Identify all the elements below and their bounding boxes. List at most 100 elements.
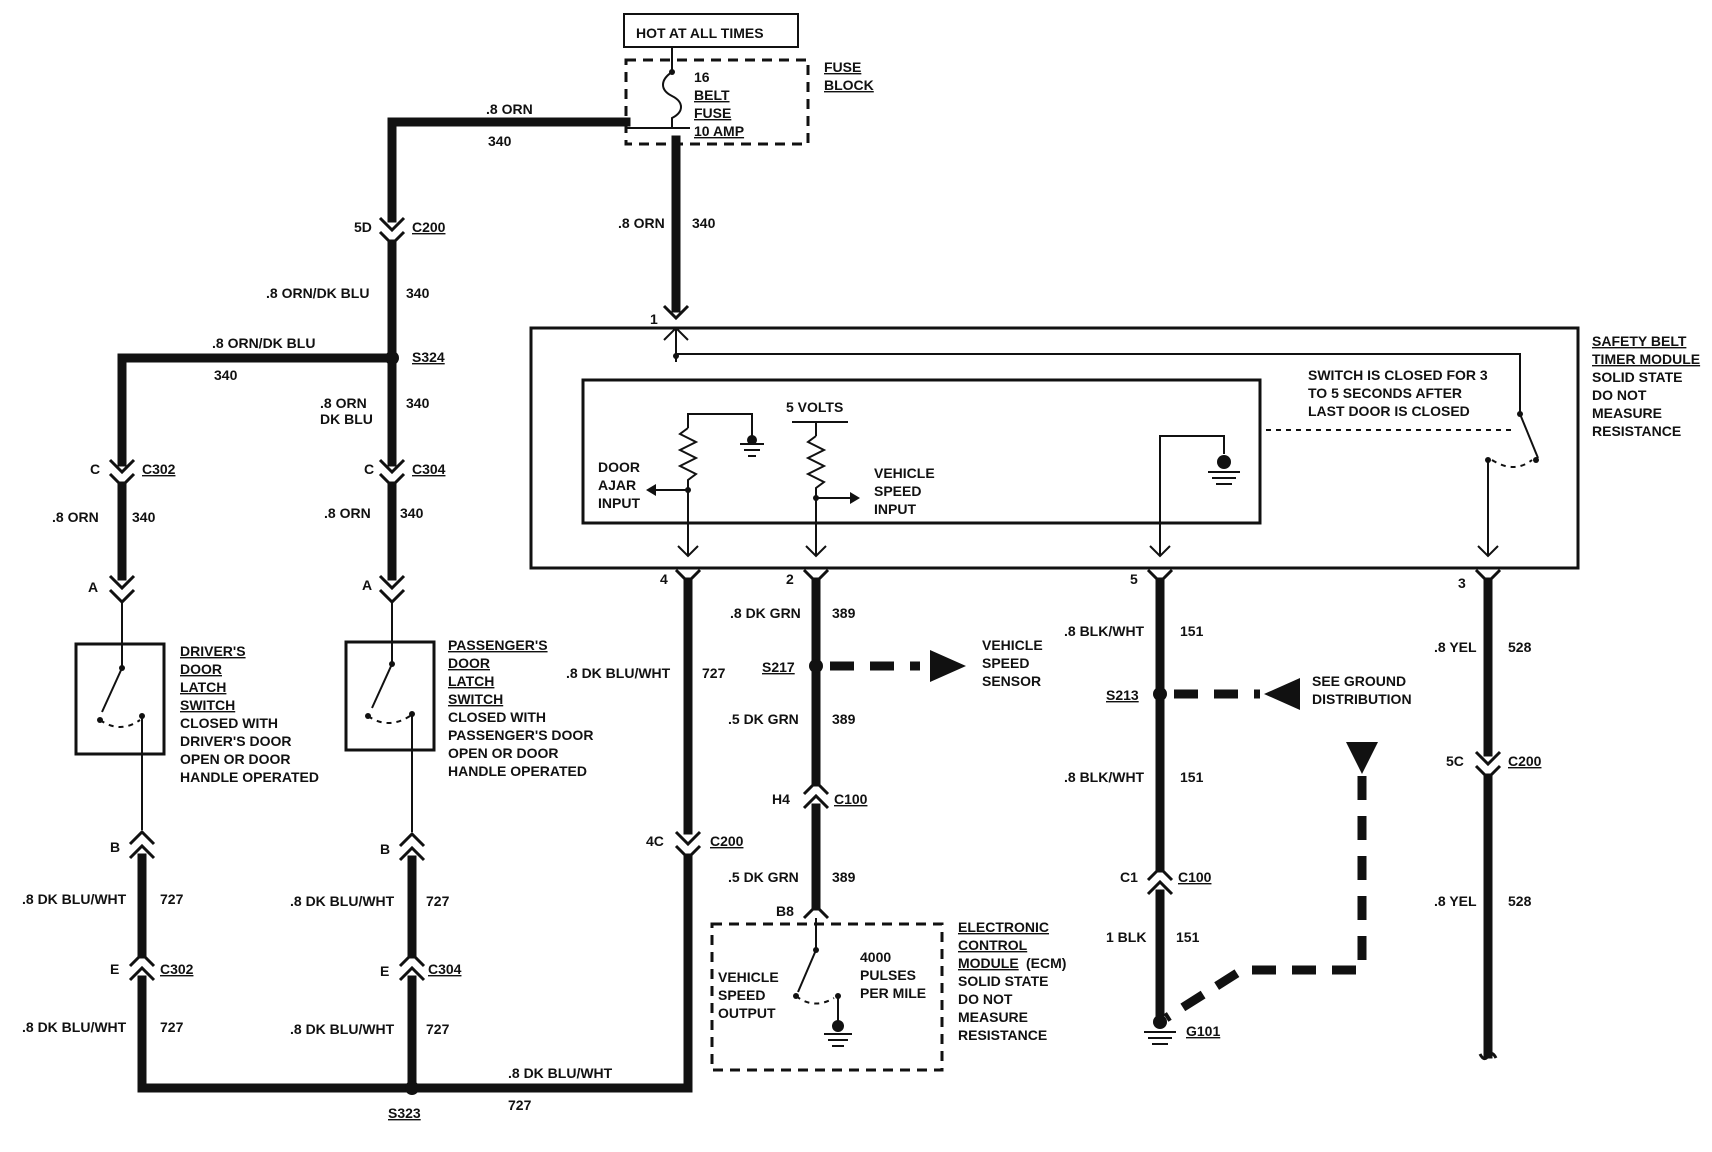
driver-switch-line7: OPEN OR DOOR [180,751,290,767]
driver-wire2-label: .8 DK BLU/WHT [22,891,127,907]
vss-input-label1: VEHICLE [874,465,935,481]
branch-wire-circuit: 340 [214,367,238,383]
ecm-name3: MODULE [958,955,1019,971]
pin4-wire-circuit: 727 [702,665,726,681]
module-pin1: 1 [650,311,658,327]
passenger-pin-a: A [362,577,372,593]
switch-note2: TO 5 SECONDS AFTER [1308,385,1462,401]
ground-wire3-circuit: 151 [1176,929,1200,945]
ecm-note1: SOLID STATE [958,973,1048,989]
connector-c100-h4-icon [802,779,830,796]
fuse-rating: 10 AMP [694,123,744,139]
splice-s324-label: S324 [412,349,445,365]
wire-727-driver-bottom [137,975,417,1093]
c304-label: C304 [412,461,446,477]
passenger-wire-label: .8 ORN [324,505,371,521]
connector-c302-c-icon [108,458,136,475]
fuse-icon [662,47,682,128]
passenger-switch-line8: HANDLE OPERATED [448,763,587,779]
connector-driver-b-icon [128,829,156,846]
connector-c302-e-icon [128,951,156,968]
module-pin2: 2 [786,571,794,587]
module-title2: TIMER MODULE [1592,351,1700,367]
connector-c304-e-icon [398,951,426,968]
ecm-name3b: (ECM) [1026,955,1066,971]
ecm-note2: DO NOT [958,991,1013,1007]
passenger-feed-circuit: 340 [406,395,430,411]
driver-wire3-label: .8 DK BLU/WHT [22,1019,127,1035]
driver-switch-line4: SWITCH [180,697,235,713]
c200-label-right: C200 [1508,753,1542,769]
module-title1: SAFETY BELT [1592,333,1687,349]
vss-input-arrow-icon [850,492,860,504]
module-switch-blade-icon [1519,413,1539,459]
door-ajar-arrow-icon [646,484,656,496]
c200-pin-5d: 5D [354,219,372,235]
passenger-switch-line6: PASSENGER'S DOOR [448,727,593,743]
ecm-output-label2: SPEED [718,987,765,1003]
connector-c100-c1-icon [1146,865,1174,882]
c100-label-vss: C100 [834,791,868,807]
driver-switch-line5: CLOSED WITH [180,715,278,731]
module-note1: SOLID STATE [1592,369,1682,385]
module-pin4: 4 [660,571,668,587]
vss-input-label2: SPEED [874,483,921,499]
passenger-feed-label-b: DK BLU [320,411,373,427]
passenger-switch-line4: SWITCH [448,691,503,707]
c200-label-left: C200 [412,219,446,235]
ground-wire1-label: .8 BLK/WHT [1064,623,1145,639]
wire-orn-dkblu-circuit: 340 [406,285,430,301]
vss-wire1-circuit: 389 [832,605,856,621]
pin3-wire2-label: .8 YEL [1434,893,1477,909]
fuse-terminal-icon [669,69,675,75]
c200-pin-5c: 5C [1446,753,1464,769]
c302-label: C302 [142,461,176,477]
passenger-switch-line3: LATCH [448,673,494,689]
vss-input-label3: INPUT [874,501,916,517]
vss-wire3-circuit: 389 [832,869,856,885]
bottom-wire-label: .8 DK BLU/WHT [508,1065,613,1081]
driver-switch-blade-icon [101,667,123,713]
driver-door-latch-switch [74,642,166,756]
see-ground-label1: SEE GROUND [1312,673,1406,689]
driver-switch-line6: DRIVER'S DOOR [180,733,291,749]
vss-wire2-label: .5 DK GRN [728,711,799,727]
splice-s217-label: S217 [762,659,795,675]
module-note3: MEASURE [1592,405,1662,421]
connector-c200-5d-icon [378,216,406,233]
ground-wire2-label: .8 BLK/WHT [1064,769,1145,785]
passenger-wire2-label: .8 DK BLU/WHT [290,893,395,909]
ecm-note4: RESISTANCE [958,1027,1047,1043]
c304-pin-c: C [364,461,374,477]
vss-wire2-circuit: 389 [832,711,856,727]
passenger-wire2-circuit: 727 [426,893,450,909]
c100-pin-h4: H4 [772,791,790,807]
pin3-wire2-circuit: 528 [1508,893,1532,909]
passenger-switch-blade-icon [371,663,393,709]
ground-return-dashed-wire [1163,776,1367,1022]
ground-distribution-return-arrow-icon [1346,742,1378,774]
ground-wire1-circuit: 151 [1180,623,1204,639]
door-ajar-label2: AJAR [598,477,636,493]
branch-wire-label: .8 ORN/DK BLU [212,335,315,351]
ecm-b8-connector-icon [802,903,830,920]
splice-s213-icon [1153,687,1167,701]
c200-pin-4c: 4C [646,833,664,849]
driver-switch-line3: LATCH [180,679,226,695]
passenger-wire-circuit: 340 [400,505,424,521]
passenger-pin-b: B [380,841,390,857]
driver-wire-label: .8 ORN [52,509,99,525]
connector-c200-5c-icon [1474,750,1502,767]
five-volts-label: 5 VOLTS [786,399,843,415]
passenger-pin-e: E [380,963,389,979]
ecm-note3: MEASURE [958,1009,1028,1025]
fuse-block-label1: FUSE [824,59,861,75]
passenger-wire3-label: .8 DK BLU/WHT [290,1021,395,1037]
connector-c304-c-icon [378,458,406,475]
driver-wire2-circuit: 727 [160,891,184,907]
driver-pin-e: E [110,961,119,977]
fuse-name1: BELT [694,87,730,103]
vss-sensor-label2: SPEED [982,655,1029,671]
wire-break-icon [1478,1051,1498,1061]
vss-wire1-label: .8 DK GRN [730,605,801,621]
